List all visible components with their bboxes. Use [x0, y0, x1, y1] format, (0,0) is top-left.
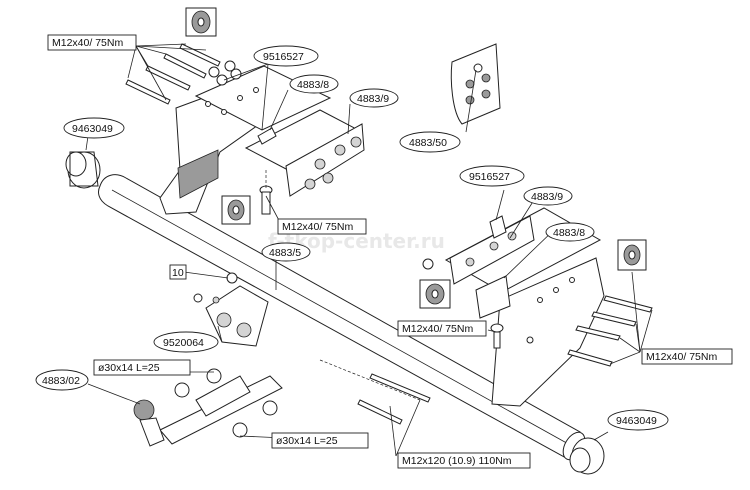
svg-text:M12x40/ 75Nm: M12x40/ 75Nm — [646, 351, 717, 363]
svg-text:M12x40/ 75Nm: M12x40/ 75Nm — [402, 323, 473, 335]
right-bolts — [422, 258, 653, 367]
top-washer-icon — [185, 7, 217, 37]
svg-text:4883/02: 4883/02 — [42, 375, 80, 387]
label-plate-top-4883-8: 4883/8 — [289, 74, 339, 94]
left-mounting-bracket — [159, 65, 332, 215]
svg-text:9463049: 9463049 — [616, 415, 657, 427]
top-left-bolts — [125, 43, 242, 105]
svg-text:9516527: 9516527 — [263, 51, 304, 63]
svg-text:M12x40/ 75Nm: M12x40/ 75Nm — [282, 221, 353, 233]
label-nut-10: 10 — [169, 264, 187, 280]
tow-ball-neck — [133, 368, 283, 447]
left-end-cap — [65, 151, 101, 189]
svg-text:4883/8: 4883/8 — [553, 227, 585, 239]
label-socket-plate: 9520064 — [153, 331, 219, 353]
svg-text:M12x40/ 75Nm: M12x40/ 75Nm — [52, 37, 123, 49]
label-bolt-right-group: M12x40/ 75Nm — [641, 348, 733, 365]
long-bolts — [319, 359, 431, 425]
svg-text:4883/9: 4883/9 — [531, 191, 563, 203]
label-cap-right: 9463049 — [607, 409, 669, 431]
label-plate-top-4883-9: 4883/9 — [349, 88, 399, 108]
svg-text:ø30x14 L=25: ø30x14 L=25 — [98, 362, 160, 374]
label-bolt-under-right: M12x40/ 75Nm — [397, 320, 487, 337]
crossbar-tube — [98, 174, 586, 461]
svg-text:4883/50: 4883/50 — [409, 137, 447, 149]
label-bolt-under-left: M12x40/ 75Nm — [277, 218, 367, 235]
right-washer-icons — [419, 239, 647, 309]
label-spacer-bottom: ø30x14 L=25 — [271, 432, 369, 449]
svg-text:M12x120 (10.9) 110Nm: M12x120 (10.9) 110Nm — [402, 455, 512, 467]
svg-text:10: 10 — [172, 267, 184, 279]
upper-plates — [244, 109, 365, 197]
socket-plate — [193, 272, 269, 347]
svg-text:9520064: 9520064 — [163, 337, 204, 349]
label-washer-top: 9516527 — [253, 45, 319, 67]
label-crossbar: 4883/5 — [261, 242, 311, 262]
label-plate-right-4883-8: 4883/8 — [545, 222, 595, 242]
svg-text:4883/8: 4883/8 — [297, 79, 329, 91]
svg-text:4883/9: 4883/9 — [357, 93, 389, 105]
right-end-cap — [569, 437, 605, 475]
svg-text:9463049: 9463049 — [72, 123, 113, 135]
label-bolt-long: M12x120 (10.9) 110Nm — [397, 452, 531, 469]
label-cap-left: 9463049 — [63, 117, 125, 139]
label-ball-neck: 4883/02 — [35, 369, 89, 391]
svg-text:9516527: 9516527 — [469, 171, 510, 183]
label-spacer-top: ø30x14 L=25 — [93, 359, 191, 376]
ball-plate-4883-50 — [450, 43, 501, 125]
svg-text:ø30x14 L=25: ø30x14 L=25 — [276, 435, 338, 447]
label-washer-right: 9516527 — [459, 165, 525, 187]
label-ball-plate: 4883/50 — [399, 131, 461, 153]
under-left-bolt — [221, 170, 273, 225]
label-bolt-top-left: M12x40/ 75Nm — [47, 34, 137, 51]
label-plate-right-4883-9: 4883/9 — [523, 186, 573, 206]
svg-text:4883/5: 4883/5 — [269, 247, 301, 259]
